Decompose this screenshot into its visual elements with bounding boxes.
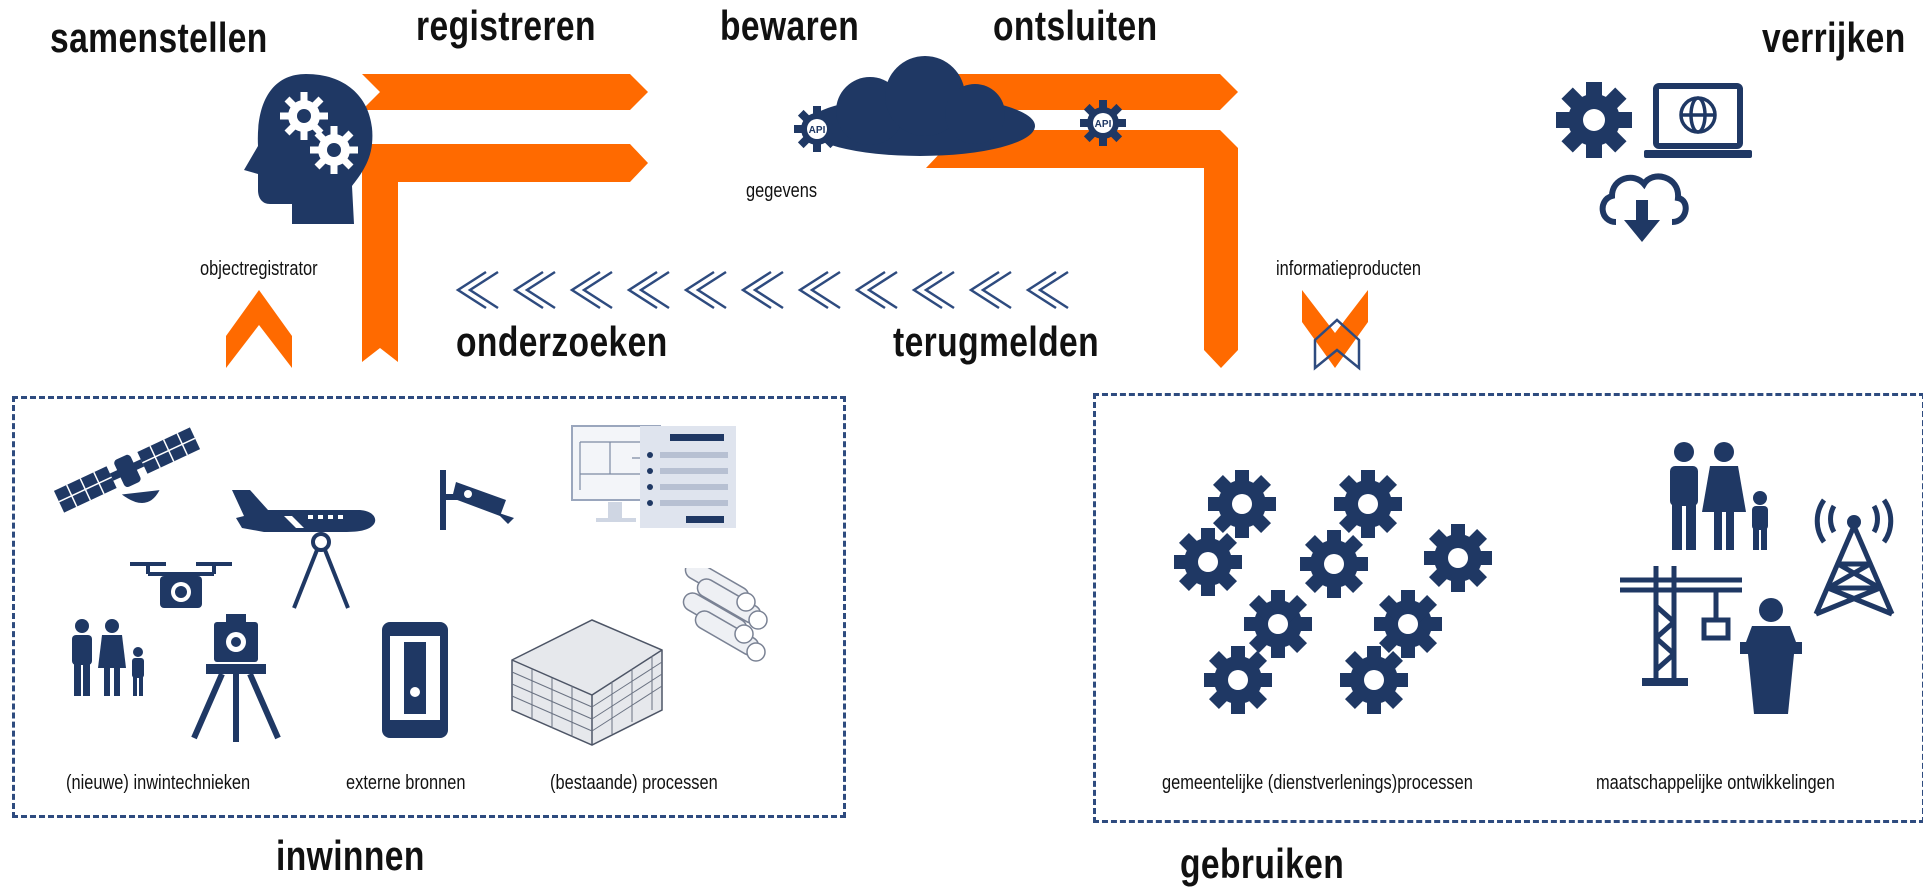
- security-camera-icon: [440, 470, 514, 530]
- head-gears-icon: [244, 74, 373, 224]
- registreren-arrow-top: [362, 74, 648, 110]
- caption-inwintechnieken: (nieuwe) inwintechnieken: [66, 772, 251, 794]
- speaker-podium-icon: [1740, 598, 1802, 714]
- gear-icon: [1174, 528, 1242, 596]
- family-icon: [1670, 442, 1768, 550]
- drone-icon: [130, 562, 232, 608]
- inwinnen-box: [12, 396, 846, 818]
- cloud-icon: [805, 56, 1035, 156]
- blueprint-rolls-icon: [682, 568, 768, 662]
- stage-ontsluiten: ontsluiten: [993, 2, 1158, 49]
- gear-icon: [1556, 82, 1632, 158]
- api-gear-icon-right: API: [1080, 100, 1126, 146]
- stage-verrijken: verrijken: [1762, 14, 1906, 61]
- survey-tripod-icon: [191, 614, 281, 742]
- stage-bewaren: bewaren: [720, 2, 860, 49]
- up-chevron-arrow: [226, 290, 292, 368]
- form-screen-icon: [571, 425, 736, 528]
- informatieproducten-label: informatieproducten: [1276, 258, 1421, 280]
- stage-inwinnen: inwinnen: [276, 832, 425, 879]
- stage-terugmelden: terugmelden: [893, 318, 1100, 365]
- stage-samenstellen: samenstellen: [50, 14, 268, 61]
- objectregistrator-label: objectregistrator: [200, 258, 318, 280]
- stage-gebruiken: gebruiken: [1180, 840, 1345, 887]
- gear-icon: [1244, 590, 1312, 658]
- api-label-left: API: [809, 125, 826, 136]
- laptop-globe-icon: [1644, 83, 1752, 158]
- cloud-download-icon: [1599, 173, 1689, 242]
- stage-onderzoeken: onderzoeken: [456, 318, 668, 365]
- registreren-arrow-l: [362, 144, 648, 362]
- gear-icon: [1340, 646, 1408, 714]
- back-chevrons: [455, 270, 1361, 371]
- building-3d-icon: [511, 619, 663, 746]
- stage-registreren: registreren: [416, 2, 596, 49]
- gear-icon: [1374, 590, 1442, 658]
- ontsluiten-arrow-l: [926, 130, 1238, 368]
- airplane-icon: [232, 490, 376, 532]
- caption-dienstverleningsprocessen: gemeentelijke (dienstverlenings)processe…: [1162, 772, 1473, 794]
- caption-maatschappelijke-ontwikkelingen: maatschappelijke ontwikkelingen: [1596, 772, 1835, 794]
- crane-icon: [1620, 566, 1742, 686]
- gear-icon: [1424, 524, 1492, 592]
- family-icon: [72, 619, 144, 696]
- api-label-right: API: [1095, 119, 1112, 130]
- caption-bestaande-processen: (bestaande) processen: [550, 772, 718, 794]
- phone-app-icon: [382, 622, 448, 738]
- gear-icon: [1300, 530, 1368, 598]
- gegevens-label: gegevens: [746, 180, 818, 202]
- gear-icon: [1208, 470, 1276, 538]
- api-gear-icon-left: API: [794, 106, 840, 152]
- satellite-icon: [53, 427, 201, 513]
- gear-cluster: [1174, 470, 1492, 714]
- ontsluiten-arrow-top: [926, 74, 1238, 110]
- survey-compass-icon: [292, 532, 350, 609]
- gear-icon: [1334, 470, 1402, 538]
- radio-tower-icon: [1813, 498, 1895, 617]
- gear-icon: [1204, 646, 1272, 714]
- caption-externe-bronnen: externe bronnen: [346, 772, 466, 794]
